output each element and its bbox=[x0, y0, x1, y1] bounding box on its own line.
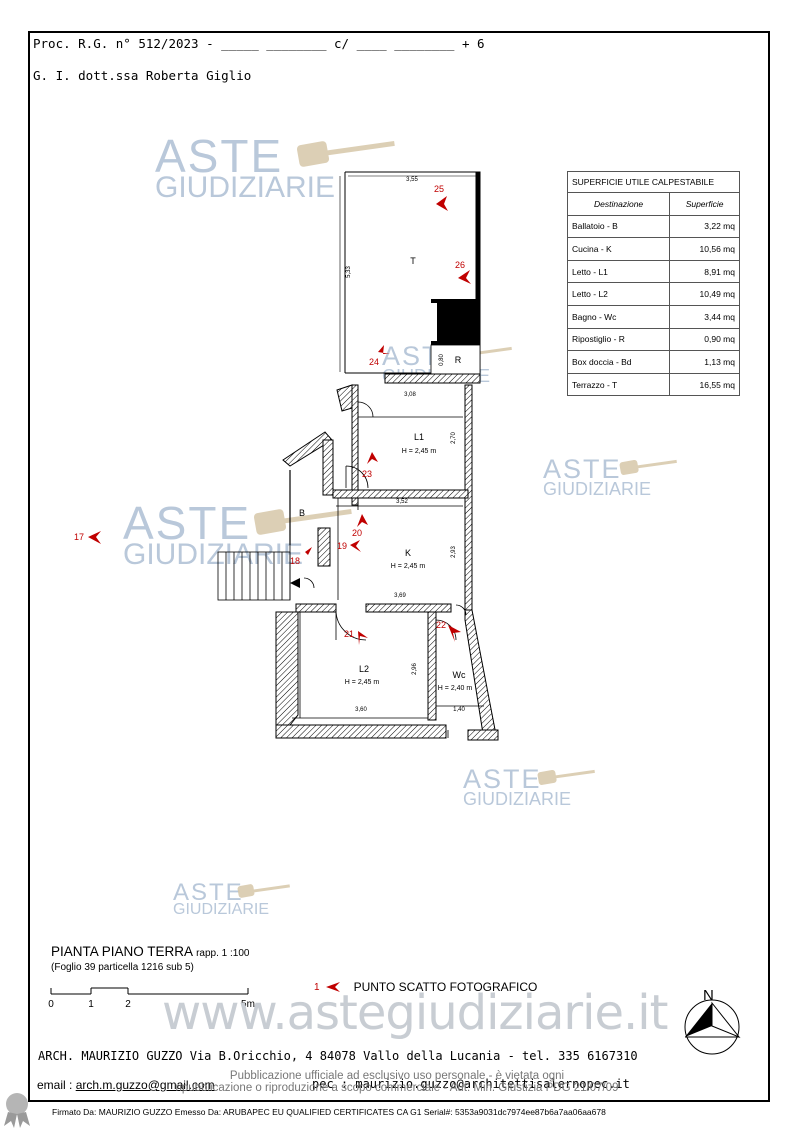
dim-k-height: 2,93 bbox=[451, 546, 457, 558]
photo-point-arrow bbox=[88, 531, 101, 544]
scale-0: 0 bbox=[48, 999, 54, 1010]
photo-point-26: 26 bbox=[455, 260, 465, 270]
room-Bd: Bd bbox=[455, 317, 466, 327]
walls bbox=[275, 373, 499, 741]
watermark-aste: ASTE GIUDIZIARIE bbox=[173, 879, 270, 918]
room-B: B bbox=[299, 508, 305, 518]
photo-point-18: 18 bbox=[290, 556, 300, 566]
scale-2: 2 bbox=[125, 999, 131, 1010]
email-line: email : arch.m.guzzo@gmail.com bbox=[37, 1078, 215, 1092]
foglio-reference: (Foglio 39 particella 1216 sub 5) bbox=[51, 962, 194, 973]
room-L1: L1 bbox=[414, 432, 424, 442]
plan-title: PIANTA PIANO TERRA rapp. 1 :100 bbox=[51, 944, 250, 959]
ripostiglio bbox=[430, 344, 481, 376]
legend-label: PUNTO SCATTO FOTOGRAFICO bbox=[353, 980, 538, 994]
room-L2: L2 bbox=[359, 664, 369, 674]
photo-point-24: 24 bbox=[369, 357, 379, 367]
dim-r-height: 0,80 bbox=[439, 354, 445, 366]
photo-point-20: 20 bbox=[352, 528, 362, 538]
watermark-aste: ASTE GIUDIZIARIE bbox=[543, 454, 652, 499]
room-K: K bbox=[405, 548, 411, 558]
room-T: T bbox=[410, 256, 416, 266]
judge-header: G. I. dott.ssa Roberta Giglio bbox=[33, 68, 252, 83]
watermark-aste: ASTE GIUDIZIARIE bbox=[463, 764, 572, 809]
surface-table: SUPERFICIE UTILE CALPESTABILE Destinazio… bbox=[566, 171, 740, 397]
watermark-aste: ASTE GIUDIZIARIE bbox=[155, 130, 336, 204]
legend-number: 1 bbox=[314, 981, 320, 993]
north-arrow-icon: N bbox=[684, 987, 741, 1055]
room-K-height: H = 2,45 m bbox=[391, 563, 426, 570]
dim-bd-height: 1,01 bbox=[439, 316, 445, 328]
website-watermark: www.astegiudiziarie.it bbox=[162, 985, 668, 1041]
photo-point-22: 22 bbox=[436, 620, 446, 630]
photo-point-17: 17 bbox=[74, 532, 84, 542]
email-link[interactable]: arch.m.guzzo@gmail.com bbox=[75, 1078, 215, 1092]
north-label: N bbox=[703, 987, 714, 1004]
dim-k-top: 3,52 bbox=[396, 499, 408, 505]
publication-notice: Pubblicazione ufficiale ad esclusivo uso… bbox=[175, 1070, 619, 1095]
architect-info: ARCH. MAURIZIO GUZZO Via B.Oricchio, 4 8… bbox=[38, 1049, 638, 1063]
room-Wc: Wc bbox=[453, 670, 466, 680]
room-R: R bbox=[455, 355, 462, 365]
scale-5m: 5m bbox=[241, 999, 255, 1010]
surface-table-caption: SUPERFICIE UTILE CALPESTABILE bbox=[567, 171, 740, 193]
dim-t-height: 5,33 bbox=[346, 266, 352, 278]
box-doccia-wall bbox=[431, 299, 480, 345]
legend: 1 PUNTO SCATTO FOTOGRAFICO bbox=[314, 980, 537, 994]
watermark-aste: ASTE GIUDIZIARIE bbox=[123, 497, 304, 571]
dim-k-bottom: 3,69 bbox=[394, 593, 406, 599]
room-L2-height: H = 2,45 m bbox=[345, 679, 380, 686]
dim-l2-height: 2,96 bbox=[412, 663, 418, 675]
photo-point-21: 21 bbox=[344, 629, 354, 639]
room-L1-height: H = 2,45 m bbox=[402, 448, 437, 455]
dim-wc-width: 1,40 bbox=[453, 707, 465, 713]
dim-l2-width: 3,60 bbox=[355, 707, 367, 713]
photo-point-25: 25 bbox=[434, 184, 444, 194]
room-Wc-height: H = 2,40 m bbox=[438, 685, 473, 692]
page-frame bbox=[28, 31, 770, 1102]
proc-header: Proc. R.G. n° 512/2023 - _____ ________ … bbox=[33, 36, 485, 51]
scale-1: 1 bbox=[88, 999, 94, 1010]
digital-signature: Firmato Da: MAURIZIO GUZZO Emesso Da: AR… bbox=[52, 1107, 606, 1117]
dim-l1-width: 3,08 bbox=[404, 392, 416, 398]
dim-l1-height: 2,70 bbox=[451, 432, 457, 444]
photo-arrow-icon bbox=[325, 982, 340, 992]
photo-point-23: 23 bbox=[362, 469, 372, 479]
pec-line: pec : maurizio.guzzo@architettisalernope… bbox=[312, 1077, 630, 1091]
photo-point-19: 19 bbox=[337, 541, 347, 551]
dim-t-width: 3,55 bbox=[406, 177, 418, 183]
plan-scale: rapp. 1 :100 bbox=[196, 948, 250, 959]
